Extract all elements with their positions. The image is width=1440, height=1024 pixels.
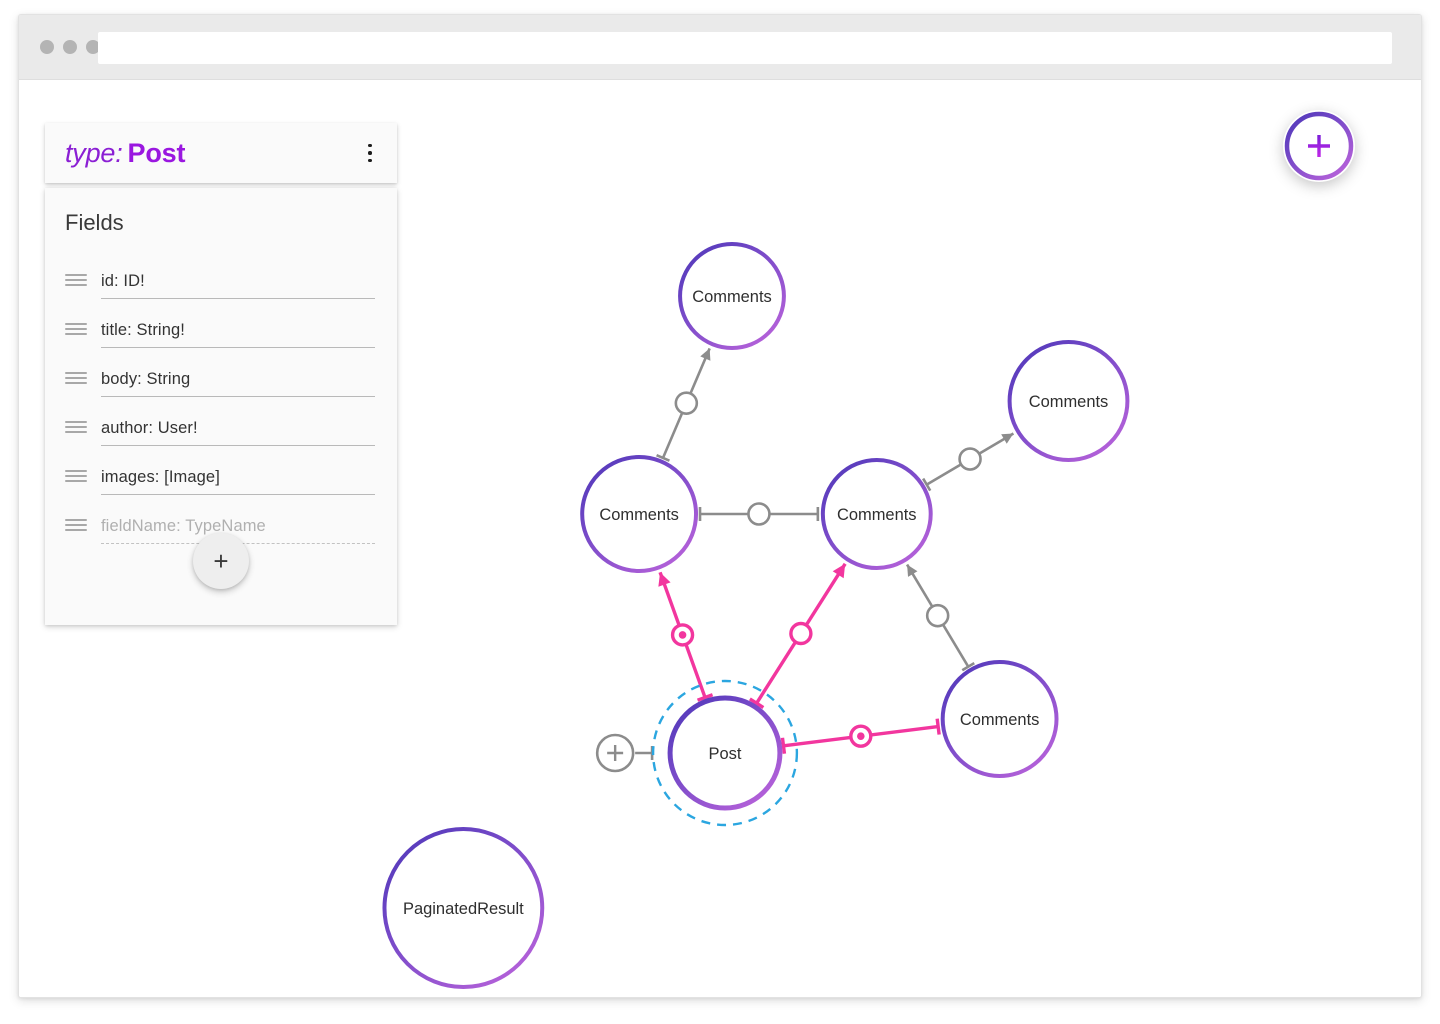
edge-midpoint-handle[interactable] — [747, 502, 771, 526]
handle-line — [65, 382, 87, 384]
fields-heading: Fields — [65, 210, 124, 235]
kebab-dot — [368, 151, 372, 155]
add-connection-stub[interactable] — [595, 733, 654, 773]
handle-line — [65, 372, 87, 374]
edge-midpoint-handle[interactable] — [925, 603, 950, 628]
graph-edge[interactable] — [748, 562, 847, 709]
graph-edge[interactable] — [656, 347, 711, 462]
kebab-dot — [368, 158, 372, 163]
plus-circle-icon — [607, 745, 624, 761]
field-input[interactable]: body: String — [101, 370, 375, 397]
add-type-button[interactable] — [1283, 110, 1355, 182]
drag-handle-icon[interactable] — [65, 470, 87, 482]
url-input[interactable] — [98, 32, 1392, 64]
handle-line — [65, 480, 87, 482]
graph-node-comments_bottom[interactable]: Comments — [940, 660, 1059, 778]
handle-line — [65, 421, 87, 423]
edge-midpoint-handle[interactable] — [849, 724, 873, 748]
drag-handle-icon[interactable] — [65, 372, 87, 384]
graph-edge[interactable] — [780, 718, 941, 754]
handle-line — [65, 470, 87, 472]
handle-line — [65, 279, 87, 281]
handle-line — [65, 328, 87, 330]
field-label: fieldName: TypeName — [101, 517, 266, 535]
minimize-window-icon[interactable] — [63, 40, 77, 54]
node-label: PaginatedResult — [403, 900, 524, 918]
edge-midpoint-handle[interactable] — [674, 391, 699, 415]
field-label: id: ID! — [101, 272, 145, 290]
field-label: body: String — [101, 370, 191, 388]
type-panel-header: type:Post — [45, 123, 397, 183]
field-input[interactable]: images: [Image] — [101, 468, 375, 495]
handle-line — [65, 431, 87, 433]
node-label: Post — [709, 745, 742, 763]
graph-edge[interactable] — [905, 563, 975, 672]
graph-node-comments_left[interactable]: Comments — [580, 455, 699, 573]
kebab-dot — [368, 143, 372, 148]
edge-midpoint-handle[interactable] — [958, 447, 982, 471]
drag-handle-icon[interactable] — [65, 323, 87, 335]
graph-edge[interactable] — [922, 432, 1015, 492]
handle-line — [65, 333, 87, 335]
add-field-button[interactable]: + — [193, 533, 249, 589]
drag-handle-icon[interactable] — [65, 274, 87, 286]
field-label: title: String! — [101, 321, 185, 339]
browser-chrome — [19, 15, 1421, 80]
handle-line — [65, 519, 87, 521]
type-name: Post — [127, 137, 186, 168]
field-row[interactable]: images: [Image] — [65, 446, 375, 495]
type-editor-panel: type:Post Fields id: ID! title: String! bo… — [45, 123, 397, 625]
field-input[interactable]: id: ID! — [101, 272, 375, 299]
plus-icon — [1284, 111, 1354, 181]
handle-line — [65, 284, 87, 286]
field-input[interactable]: author: User! — [101, 419, 375, 446]
field-label: author: User! — [101, 419, 198, 437]
drag-handle-icon[interactable] — [65, 421, 87, 433]
graph-node-comments_top[interactable]: Comments — [678, 242, 786, 350]
graph-node-paginated[interactable]: PaginatedResult — [382, 827, 545, 989]
field-input[interactable]: title: String! — [101, 321, 375, 348]
handle-line — [65, 323, 87, 325]
graph-edge[interactable] — [698, 502, 820, 526]
handle-line — [65, 524, 87, 526]
graph-edge[interactable] — [658, 571, 714, 702]
field-row[interactable]: author: User! — [65, 397, 375, 446]
handle-line — [65, 529, 87, 531]
graph-node-post[interactable]: Post — [667, 695, 783, 811]
kebab-menu-icon[interactable] — [359, 140, 381, 166]
page-title: type:Post — [65, 138, 185, 169]
node-label: Comments — [599, 506, 679, 524]
handle-line — [65, 475, 87, 477]
node-label: Comments — [692, 288, 772, 306]
fields-section: Fields id: ID! title: String! body: String… — [45, 188, 397, 625]
close-window-icon[interactable] — [40, 40, 54, 54]
graph-node-comments_right[interactable]: Comments — [1007, 340, 1130, 462]
field-label: images: [Image] — [101, 468, 220, 486]
window-controls — [40, 40, 100, 54]
handle-line — [65, 377, 87, 379]
field-row[interactable]: title: String! — [65, 299, 375, 348]
type-keyword: type: — [65, 137, 123, 168]
edge-midpoint-handle[interactable] — [670, 623, 695, 647]
handle-line — [65, 274, 87, 276]
field-row[interactable]: id: ID! — [65, 250, 375, 299]
node-label: Comments — [837, 506, 917, 524]
edge-midpoint-handle[interactable] — [789, 621, 813, 646]
field-list: id: ID! title: String! body: String author:… — [65, 250, 375, 544]
maximize-window-icon[interactable] — [86, 40, 100, 54]
node-label: Comments — [1029, 393, 1109, 411]
node-label: Comments — [960, 711, 1040, 729]
drag-handle-icon[interactable] — [65, 519, 87, 531]
graph-node-comments_mid[interactable]: Comments — [820, 458, 933, 570]
field-row[interactable]: body: String — [65, 348, 375, 397]
handle-line — [65, 426, 87, 428]
